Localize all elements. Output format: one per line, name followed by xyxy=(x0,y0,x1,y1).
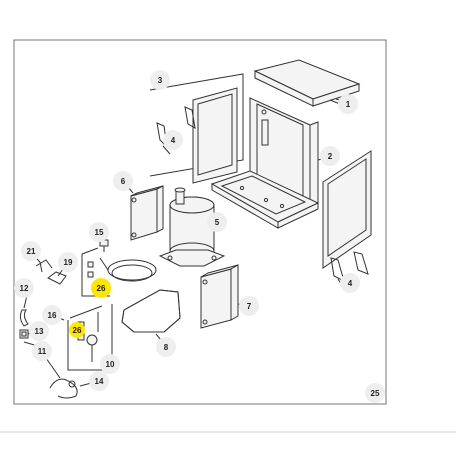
part-side-panel-left-group xyxy=(149,73,244,184)
part-compressor xyxy=(158,187,226,267)
callout-circle xyxy=(163,130,183,150)
callout-label: 4 xyxy=(171,136,176,145)
callout-label: 16 xyxy=(48,311,57,320)
callout-circle xyxy=(338,94,358,114)
callout-label: 11 xyxy=(38,347,47,356)
callout-c26b: 26 xyxy=(69,322,85,338)
part-sensor xyxy=(19,309,29,327)
callout-circle xyxy=(21,241,41,261)
part-valve-group-lower xyxy=(67,304,113,371)
callout-circle xyxy=(150,70,170,90)
callout-circle xyxy=(89,371,109,391)
callout-label: 6 xyxy=(121,177,126,186)
callout-circle xyxy=(29,321,49,341)
part-heat-exchanger-top xyxy=(130,185,164,241)
callout-label: 3 xyxy=(158,76,163,85)
part-coil-tube xyxy=(99,257,157,282)
callout-circle xyxy=(207,212,227,232)
callout-label: 5 xyxy=(215,218,220,227)
part-clamp xyxy=(47,271,67,285)
callout-c16: 16 xyxy=(42,305,62,325)
part-top-panel xyxy=(253,59,361,107)
callout-circle xyxy=(32,341,52,361)
part-side-panel-right xyxy=(322,150,372,269)
callout-circle xyxy=(69,322,85,338)
callout-circle xyxy=(239,296,259,316)
callout-circle xyxy=(89,222,109,242)
callout-circle xyxy=(42,305,62,325)
callout-c3: 3 xyxy=(150,70,170,90)
callout-circle xyxy=(91,278,111,298)
callout-c19: 19 xyxy=(58,252,78,272)
callout-c1: 1 xyxy=(338,94,358,114)
part-heat-exchanger-bottom xyxy=(200,264,239,329)
callout-label: 21 xyxy=(27,247,36,256)
callout-label: 13 xyxy=(35,327,44,336)
callout-c4a: 4 xyxy=(163,130,183,150)
callout-c14: 14 xyxy=(89,371,109,391)
callout-circle xyxy=(365,383,385,403)
callout-c25: 25 xyxy=(365,383,385,403)
callout-c5: 5 xyxy=(207,212,227,232)
callout-circle xyxy=(340,273,360,293)
callout-c2: 2 xyxy=(320,146,340,166)
callout-c10: 10 xyxy=(100,354,120,374)
callout-label: 2 xyxy=(328,152,333,161)
callout-c12: 12 xyxy=(14,278,34,298)
callout-c26a: 26 xyxy=(91,278,111,298)
callout-c7: 7 xyxy=(239,296,259,316)
callout-label: 1 xyxy=(346,100,351,109)
callout-c6: 6 xyxy=(113,171,133,191)
callout-c15: 15 xyxy=(89,222,109,242)
callout-circle xyxy=(58,252,78,272)
callout-label: 14 xyxy=(95,377,104,386)
callout-circle xyxy=(100,354,120,374)
callout-circle xyxy=(14,278,34,298)
callout-label: 12 xyxy=(20,284,29,293)
callout-label: 4 xyxy=(348,279,353,288)
callout-c13: 13 xyxy=(29,321,49,341)
callout-label: 10 xyxy=(106,360,115,369)
callout-circle xyxy=(320,146,340,166)
callout-label: 25 xyxy=(371,389,380,398)
callout-c11: 11 xyxy=(32,341,52,361)
callout-label: 8 xyxy=(164,343,169,352)
callout-label: 15 xyxy=(95,228,104,237)
callout-label: 19 xyxy=(64,258,73,267)
callout-label: 7 xyxy=(247,302,252,311)
part-pipe-loop xyxy=(121,289,181,333)
callout-label: 26 xyxy=(97,284,106,293)
part-pressure-switch xyxy=(49,378,78,399)
callout-c4b: 4 xyxy=(340,273,360,293)
callout-label: 26 xyxy=(73,326,82,335)
part-grommet xyxy=(19,329,29,339)
callout-circle xyxy=(113,171,133,191)
callout-c21: 21 xyxy=(21,241,41,261)
part-bracket xyxy=(35,259,53,273)
callout-circle xyxy=(156,337,176,357)
part-base-frame xyxy=(210,97,320,229)
callout-c8: 8 xyxy=(156,337,176,357)
